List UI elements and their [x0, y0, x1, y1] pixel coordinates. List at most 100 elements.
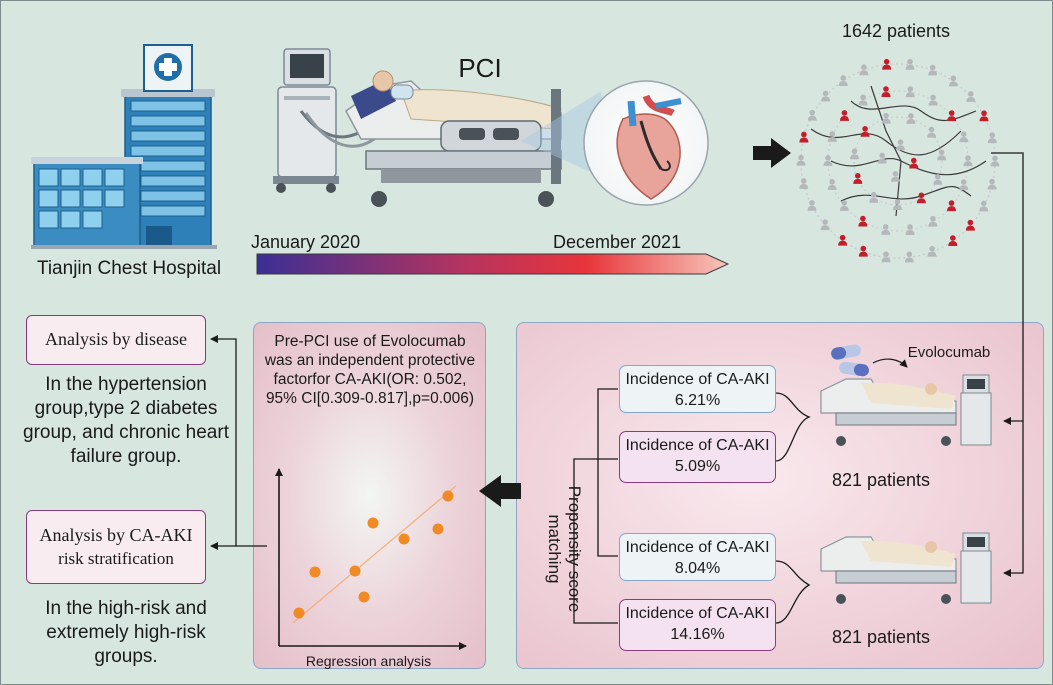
group1-bracket — [775, 392, 811, 462]
patient-icon — [905, 224, 915, 235]
patient-icon — [948, 75, 958, 87]
patient-icon — [853, 173, 863, 184]
patient-icon — [948, 235, 958, 247]
group2-bracket — [775, 560, 811, 624]
patient-icon — [905, 58, 915, 70]
patient-icon — [807, 199, 817, 211]
drug-pills-icon — [831, 344, 908, 377]
patient-icon — [799, 178, 809, 189]
patient-icon — [937, 149, 947, 161]
patient-icon — [963, 155, 973, 167]
patient-icon — [877, 152, 887, 164]
scatter-point — [309, 566, 321, 578]
patient-icon — [892, 199, 902, 210]
patient-icon — [905, 86, 915, 98]
disease-analysis-text: In the hypertension group,type 2 diabete… — [23, 374, 229, 467]
patient-icon — [839, 200, 849, 211]
hospital-label: Tianjin Chest Hospital — [36, 258, 222, 279]
patient-icon — [904, 251, 914, 263]
to-patients-arrow — [753, 138, 791, 168]
patient-network-icon — [796, 58, 1000, 263]
bed-group2-illustration — [820, 532, 992, 604]
to-group2-connector — [1003, 421, 1024, 577]
matching-panel — [516, 322, 1044, 669]
to-regression-arrow — [479, 475, 521, 507]
disease-analysis-box — [26, 315, 206, 365]
to-group1-connector — [991, 152, 1024, 425]
patient-icon — [823, 155, 833, 166]
patient-icon — [799, 131, 809, 143]
scatter-point — [398, 533, 410, 545]
scatter-point — [442, 490, 454, 502]
patient-icon — [947, 110, 957, 122]
regression-x-label: Regression analysis — [305, 653, 432, 669]
patient-icon — [838, 234, 848, 246]
patient-icon — [906, 113, 916, 124]
patient-icon — [796, 154, 806, 166]
group2-incidence-after: Incidence of CA-AKI 14.16% — [619, 599, 776, 651]
heart-illustration — [583, 80, 709, 206]
patient-icon — [990, 155, 1000, 167]
scatter-point — [367, 517, 379, 529]
patient-icon — [850, 148, 860, 160]
risk-analysis-text: In the high-risk and extremely high-risk… — [45, 598, 207, 667]
patient-icon — [987, 178, 997, 190]
pci-label: PCI — [458, 53, 502, 83]
patients-total-label: 1642 patients — [841, 21, 951, 41]
group1-incidence-before: Incidence of CA-AKI 6.21% — [619, 365, 776, 413]
bed-group1-illustration — [820, 374, 992, 446]
risk-analysis-box — [26, 510, 206, 584]
group1-incidence-after: Incidence of CA-AKI 5.09% — [619, 431, 776, 483]
risk-analysis-title-line2: risk stratification — [58, 549, 174, 568]
patient-icon — [881, 224, 891, 235]
hospital-icon — [31, 44, 217, 249]
patient-icon — [890, 170, 900, 182]
scatter-point — [432, 523, 444, 535]
patient-icon — [979, 200, 989, 212]
patient-icon — [909, 157, 919, 169]
patient-icon — [959, 131, 969, 143]
patient-icon — [965, 219, 975, 231]
patient-icon — [979, 110, 989, 122]
regression-chart — [275, 468, 467, 650]
patient-icon — [881, 251, 891, 263]
patient-icon — [927, 126, 937, 138]
patient-icon — [896, 139, 906, 151]
risk-analysis-title-line1: Analysis by CA-AKI — [39, 525, 193, 545]
group1-count-label: 821 patients — [831, 470, 931, 490]
scatter-point — [358, 591, 370, 603]
group2-count-label: 821 patients — [831, 627, 931, 647]
disease-analysis-title: Analysis by disease — [45, 329, 187, 349]
patient-icon — [838, 75, 848, 86]
patient-icon — [933, 173, 943, 185]
patient-icon — [839, 110, 849, 121]
chart-trend-line — [292, 485, 457, 624]
patient-icon — [827, 179, 837, 190]
patient-icon — [916, 192, 926, 204]
pci-bed-illustration — [273, 48, 611, 207]
patient-icon — [928, 64, 938, 76]
group2-incidence-before: Incidence of CA-AKI 8.04% — [619, 533, 776, 581]
patient-icon — [959, 179, 969, 191]
patient-icon — [987, 132, 997, 144]
patient-icon — [859, 64, 869, 76]
patient-icon — [947, 200, 957, 212]
patient-icon — [881, 112, 891, 124]
patient-icon — [881, 86, 891, 98]
to-disease-connector — [210, 335, 267, 547]
patient-icon — [927, 246, 937, 257]
scatter-point — [293, 607, 305, 619]
patient-icon — [858, 245, 868, 257]
timeline-end-label: December 2021 — [553, 232, 682, 252]
propensity-matching-label: Propensity score matching — [545, 485, 584, 613]
patient-icon — [820, 219, 830, 231]
drug-label: Evolocumab — [907, 344, 991, 361]
patient-icon — [966, 91, 976, 102]
patient-icon — [827, 131, 837, 142]
patient-icon — [869, 191, 879, 203]
regression-finding: Pre-PCI use of Evolocumab was an indepen… — [264, 333, 476, 407]
patient-icon — [821, 90, 831, 102]
patient-icon — [860, 126, 870, 137]
